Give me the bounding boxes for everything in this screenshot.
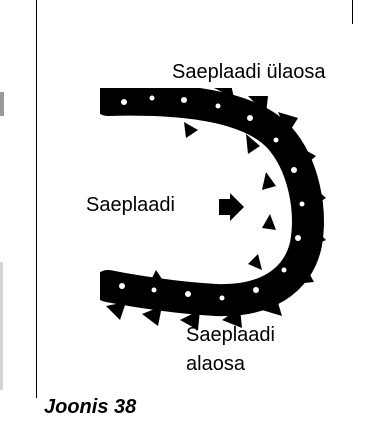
label-bar-bottom: Saeplaadi alaosa bbox=[186, 321, 275, 379]
scan-edge-mark-bottom bbox=[0, 262, 3, 390]
saw-chain-illustration bbox=[100, 88, 326, 330]
left-margin-rule bbox=[36, 0, 37, 398]
label-bar-bottom-line1: Saeplaadi bbox=[186, 324, 275, 346]
figure-caption: Joonis 38 bbox=[44, 396, 137, 418]
scan-edge-mark-top bbox=[0, 92, 4, 116]
right-arrow-icon bbox=[219, 193, 244, 221]
right-margin-rule bbox=[352, 0, 353, 24]
label-bar-top: Saeplaadi ülaosa bbox=[172, 61, 326, 83]
label-bar-nose: Saeplaadi bbox=[86, 194, 175, 216]
label-bar-bottom-line2: alaosa bbox=[186, 353, 245, 375]
